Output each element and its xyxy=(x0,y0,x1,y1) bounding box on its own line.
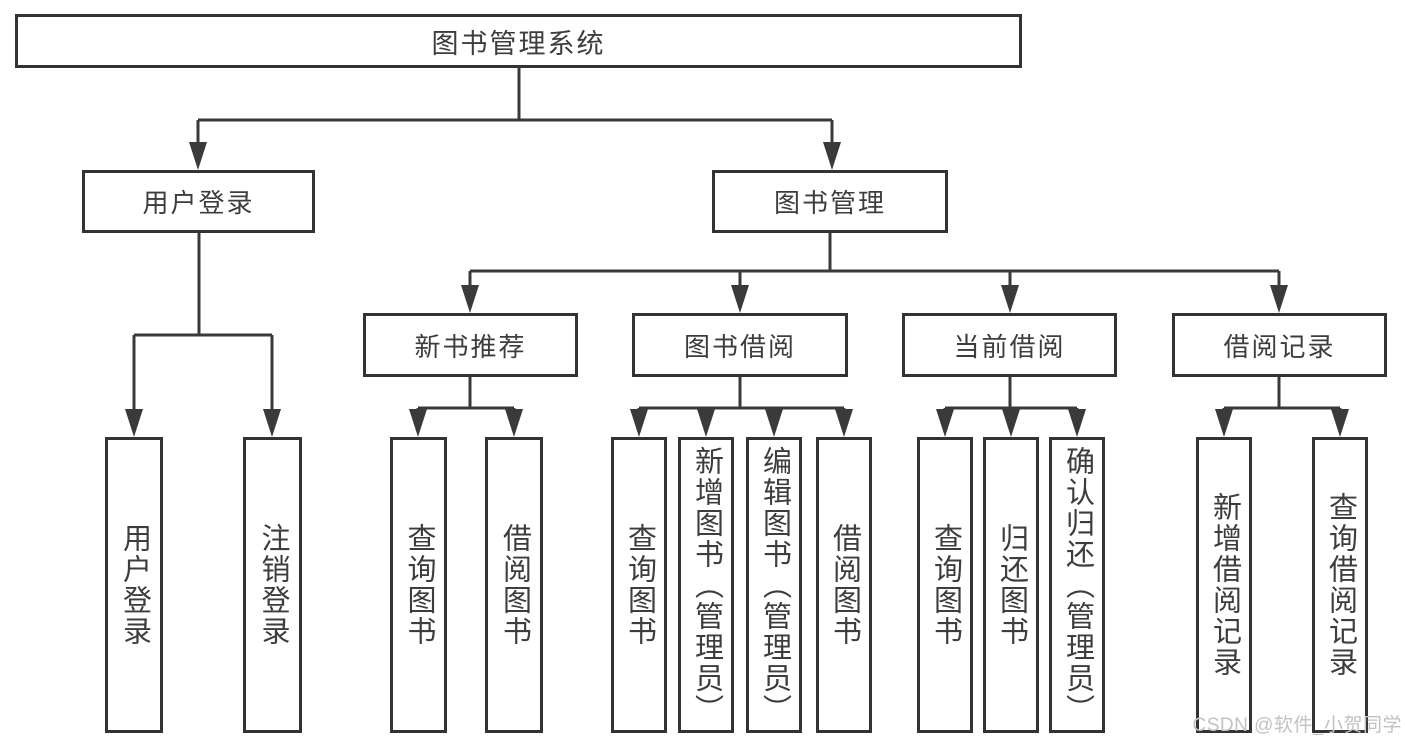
edges-root-to-level2 xyxy=(189,68,841,170)
node-user-login: 用户登录 xyxy=(82,170,315,233)
leaf-borrowing-query-books: 查询图书 xyxy=(611,437,667,733)
watermark: CSDN @软件_小贺同学 xyxy=(1192,715,1402,736)
leaf-return-books: 归还图书 xyxy=(983,437,1039,733)
node-borrowing-records: 借阅记录 xyxy=(1172,313,1387,377)
leaf-recommend-borrow-books: 借阅图书 xyxy=(485,437,543,733)
leaf-logout: 注销登录 xyxy=(243,437,302,733)
leaf-borrowing-borrow-books: 借阅图书 xyxy=(816,437,872,733)
leaf-add-borrow-record: 新增借阅记录 xyxy=(1196,437,1252,733)
leaf-edit-books-admin: 编辑图书（管理员） xyxy=(746,437,802,733)
edges-book-management-to-level3 xyxy=(461,233,1288,313)
node-new-book-recommendation: 新书推荐 xyxy=(363,313,578,377)
edges-book-borrowing-to-leaves xyxy=(630,377,853,437)
node-book-borrowing: 图书借阅 xyxy=(632,313,848,377)
node-current-borrowing: 当前借阅 xyxy=(902,313,1117,377)
leaf-confirm-return-admin: 确认归还（管理员） xyxy=(1049,437,1105,733)
leaf-query-borrow-record: 查询借阅记录 xyxy=(1312,437,1368,733)
edges-new-book-recommendation-to-leaves xyxy=(409,377,523,437)
node-library-management-system: 图书管理系统 xyxy=(15,14,1022,68)
leaf-recommend-query-books: 查询图书 xyxy=(390,437,447,733)
node-book-management: 图书管理 xyxy=(712,170,948,233)
leaf-user-login: 用户登录 xyxy=(105,437,163,733)
leaf-current-query-books: 查询图书 xyxy=(917,437,973,733)
edges-borrowing-records-to-leaves xyxy=(1215,377,1349,437)
edges-current-borrowing-to-leaves xyxy=(936,377,1086,437)
edges-user-login-to-leaves xyxy=(125,233,281,437)
leaf-add-books-admin: 新增图书（管理员） xyxy=(678,437,734,733)
